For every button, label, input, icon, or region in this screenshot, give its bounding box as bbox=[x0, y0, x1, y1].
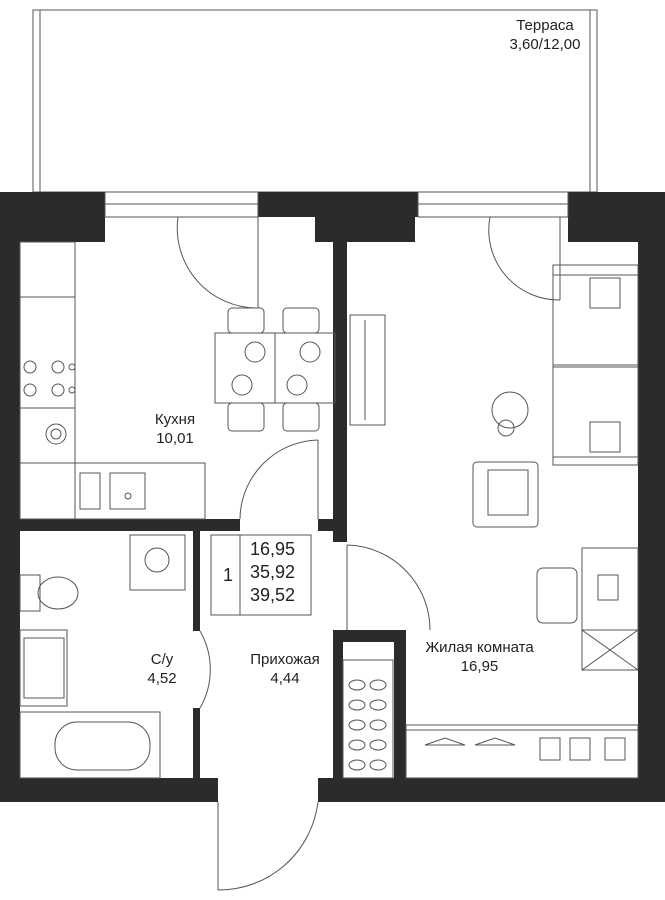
summary-living-area: 16,95 bbox=[250, 539, 296, 559]
summary-total-with-terrace: 39,52 bbox=[250, 585, 296, 605]
kitchen-counter bbox=[19, 241, 76, 520]
summary-box bbox=[210, 534, 312, 616]
summary-total-area: 35,92 bbox=[250, 562, 296, 582]
kitchen-label: Кухня 10,01 bbox=[135, 410, 215, 448]
washbasin bbox=[19, 629, 68, 707]
bathroom-area: 4,52 bbox=[147, 670, 177, 687]
summary-areas: 16,95 35,92 39,52 bbox=[250, 538, 295, 607]
washing-machine bbox=[129, 534, 186, 591]
kitchen-area: 10,01 bbox=[156, 430, 194, 447]
living-label: Жилая комната 16,95 bbox=[412, 638, 547, 676]
rooms-count: 1 bbox=[223, 565, 234, 585]
toilet bbox=[19, 574, 41, 612]
hallway-label: Прихожая 4,44 bbox=[240, 650, 330, 688]
bathroom-name: С/у bbox=[150, 651, 174, 668]
terrace-area: 3,60/12,00 bbox=[509, 36, 581, 53]
living-name: Жилая комната bbox=[425, 639, 534, 656]
wardrobe bbox=[405, 724, 639, 779]
hallway-area: 4,44 bbox=[270, 670, 300, 687]
terrace-label: Терраса 3,60/12,00 bbox=[500, 16, 590, 54]
shoe-rack bbox=[342, 659, 394, 779]
walls bbox=[0, 192, 665, 802]
kitchen-name: Кухня bbox=[154, 411, 196, 428]
terrace-name: Терраса bbox=[516, 17, 574, 34]
bathroom-label: С/у 4,52 bbox=[132, 650, 192, 688]
living-area: 16,95 bbox=[460, 658, 499, 675]
hallway-name: Прихожая bbox=[250, 651, 320, 668]
bathtub bbox=[19, 711, 161, 779]
